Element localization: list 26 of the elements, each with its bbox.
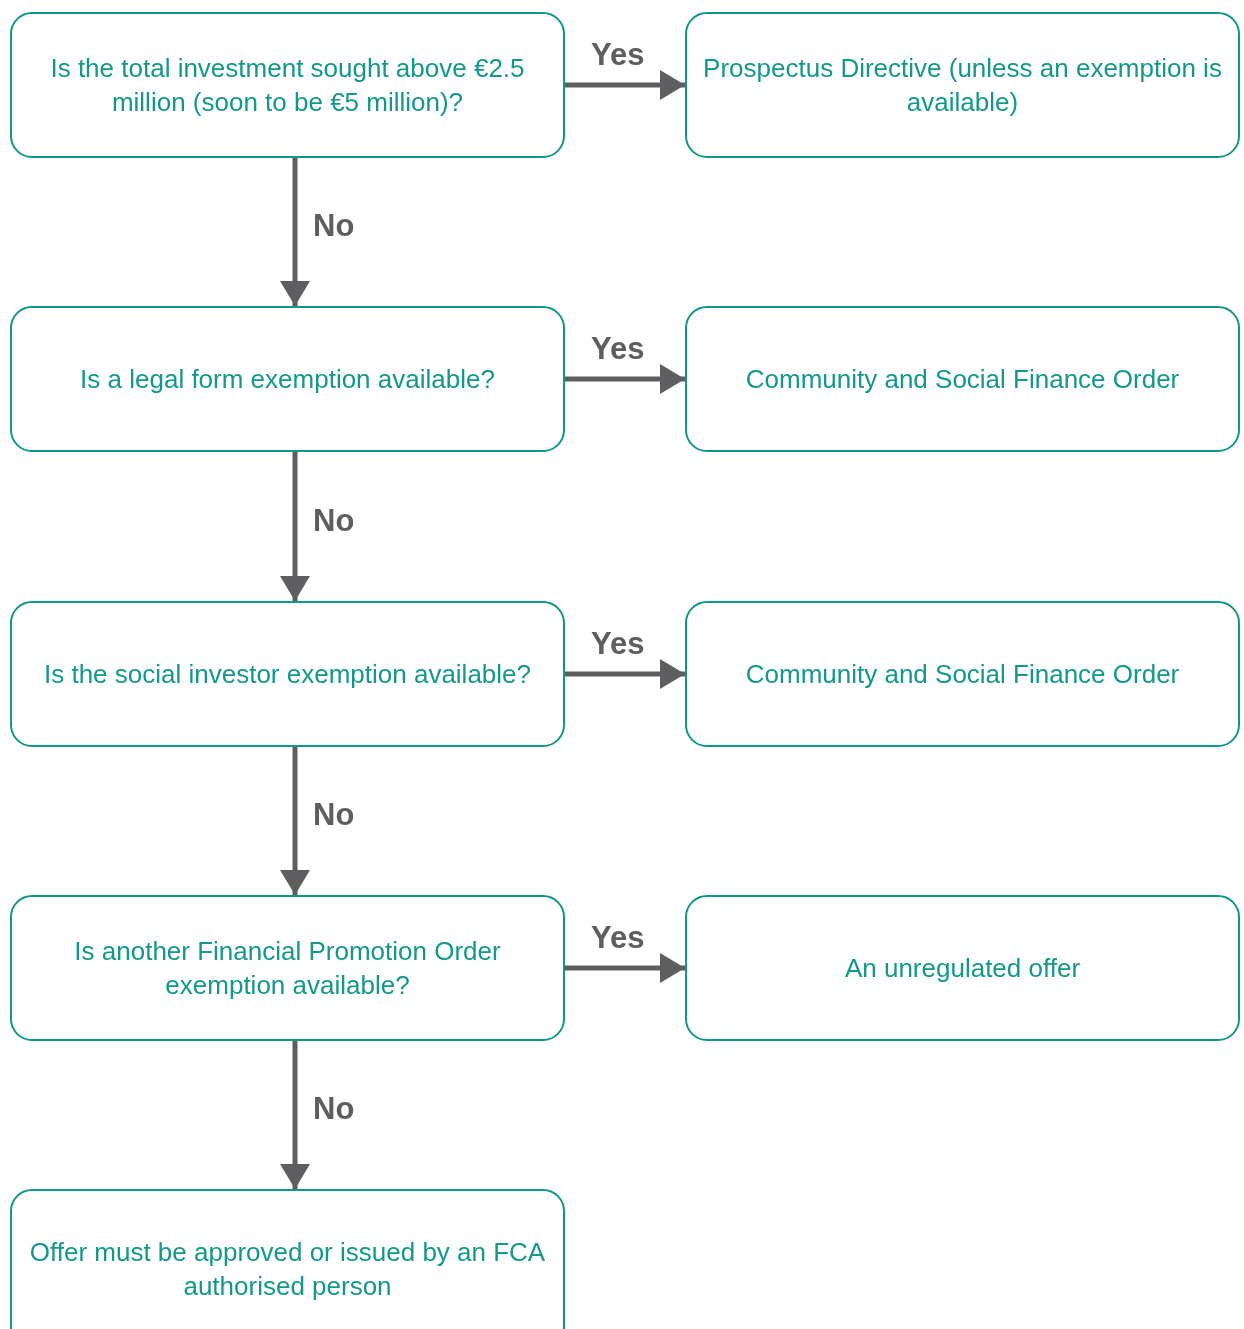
box-text: Offer must be approved or issued by an FCA authorised person [28, 1236, 547, 1303]
box-text: Is the total investment sought above €2.5 million (soon to be €5 million)? [49, 52, 526, 119]
arrow [280, 1041, 310, 1189]
question-box [10, 1189, 565, 1329]
box-text: Is another Financial Promotion Order exemption available? [73, 935, 502, 1002]
box-text: Community and Social Finance Order [745, 658, 1180, 691]
question-box [10, 895, 565, 1041]
question-box [10, 12, 565, 158]
box-text: Community and Social Finance Order [745, 363, 1180, 396]
box-text: Is the social investor exemption available? [43, 658, 531, 691]
arrow [565, 70, 685, 100]
arrow [565, 659, 685, 689]
arrow [565, 364, 685, 394]
outcome-box [685, 12, 1240, 158]
box-text: Prospectus Directive (unless an exemption is available) [703, 52, 1222, 119]
arrow [280, 158, 310, 306]
outcome-box [685, 895, 1240, 1041]
box-text: Is a legal form exemption available? [80, 363, 495, 396]
arrow [280, 747, 310, 895]
arrow [565, 953, 685, 983]
question-box [10, 306, 565, 452]
arrow [280, 452, 310, 601]
box-text: An unregulated offer [844, 952, 1081, 985]
question-box [10, 601, 565, 747]
outcome-box [685, 601, 1240, 747]
outcome-box [685, 306, 1240, 452]
